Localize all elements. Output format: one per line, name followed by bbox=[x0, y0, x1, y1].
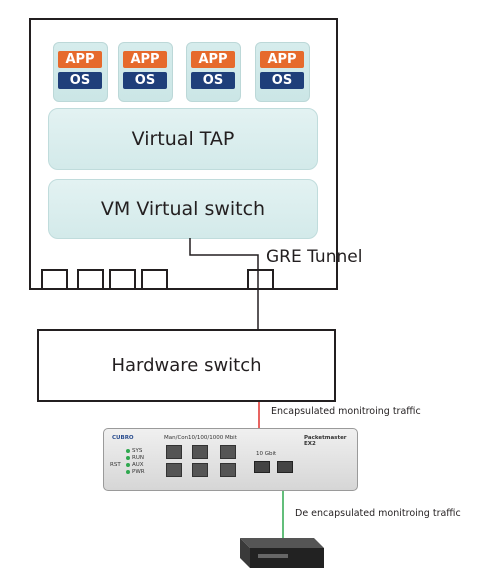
app-label: APP bbox=[191, 51, 235, 68]
app-label: APP bbox=[123, 51, 167, 68]
os-label: OS bbox=[123, 72, 167, 89]
model-label: Packetmaster EX2 bbox=[304, 435, 347, 447]
host-port-uplink bbox=[247, 269, 274, 288]
ten-g-label: 10 Gbit bbox=[256, 451, 277, 457]
host-port-3 bbox=[109, 269, 136, 288]
led-label: AUX bbox=[132, 462, 144, 468]
sfp-port-encapsulated bbox=[254, 461, 270, 473]
vm-4: APP OS bbox=[255, 42, 310, 102]
deencapsulated-traffic-label: De encapsulated monitroing traffic bbox=[295, 508, 461, 519]
app-label: APP bbox=[58, 51, 102, 68]
sfp-port-deencapsulated bbox=[277, 461, 293, 473]
vm-virtual-switch-label: VM Virtual switch bbox=[100, 198, 266, 220]
vm-2: APP OS bbox=[118, 42, 173, 102]
ports-label: 10/100/1000 Mbit bbox=[188, 435, 237, 441]
vm-3: APP OS bbox=[186, 42, 241, 102]
rj45-port bbox=[192, 463, 208, 477]
monitoring-appliance-icon bbox=[240, 538, 324, 568]
host-port-1 bbox=[41, 269, 68, 288]
app-label: APP bbox=[260, 51, 304, 68]
virtual-tap-label: Virtual TAP bbox=[131, 128, 235, 150]
hardware-switch-label: Hardware switch bbox=[111, 355, 262, 376]
led-label: SYS bbox=[132, 448, 143, 454]
gre-tunnel-label: GRE Tunnel bbox=[266, 247, 363, 267]
led-pwr bbox=[126, 470, 130, 474]
led-label: RUN bbox=[132, 455, 144, 461]
os-label: OS bbox=[260, 72, 304, 89]
encapsulated-traffic-label: Encapsulated monitroing traffic bbox=[271, 406, 421, 417]
host-port-2 bbox=[77, 269, 104, 288]
host-port-4 bbox=[141, 269, 168, 288]
rst-label: RST bbox=[110, 462, 121, 468]
rj45-port bbox=[220, 463, 236, 477]
mancon-label: Man/Con bbox=[164, 435, 189, 441]
virtual-tap-box: Virtual TAP bbox=[48, 108, 318, 170]
os-label: OS bbox=[58, 72, 102, 89]
rj45-port bbox=[220, 445, 236, 459]
led-label: PWR bbox=[132, 469, 145, 475]
tunnel-line bbox=[189, 238, 259, 329]
vm-1: APP OS bbox=[53, 42, 108, 102]
led-aux bbox=[126, 463, 130, 467]
packetmaster-device: CUBRO Man/Con 10/100/1000 Mbit Packetmas… bbox=[103, 428, 358, 491]
led-run bbox=[126, 456, 130, 460]
rj45-port bbox=[166, 445, 182, 459]
brand-logo: CUBRO bbox=[112, 435, 134, 441]
led-sys bbox=[126, 449, 130, 453]
hardware-switch-box: Hardware switch bbox=[37, 329, 336, 402]
vm-virtual-switch-box: VM Virtual switch bbox=[48, 179, 318, 239]
rj45-port bbox=[192, 445, 208, 459]
rj45-port bbox=[166, 463, 182, 477]
os-label: OS bbox=[191, 72, 235, 89]
